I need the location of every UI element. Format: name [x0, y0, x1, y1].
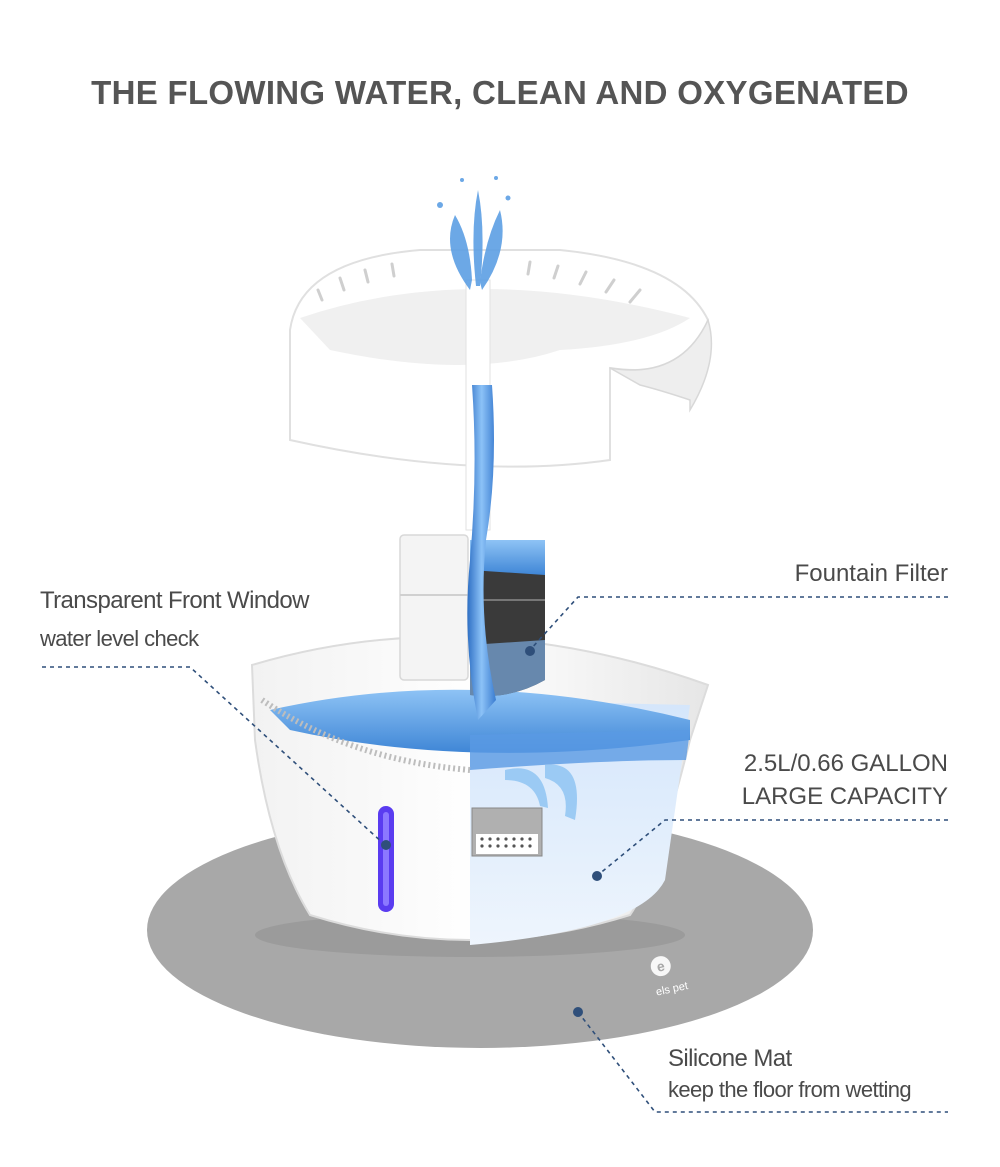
callout-dot-filter [525, 646, 535, 656]
callout-capacity-title: LARGE CAPACITY [741, 783, 948, 810]
page-title: THE FLOWING WATER, CLEAN AND OXYGENATED [91, 74, 909, 111]
callout-dot-window [381, 840, 391, 850]
callout-window-subtitle: water level check [40, 626, 199, 651]
callout-dot-capacity [592, 871, 602, 881]
water-splash [437, 176, 511, 290]
callout-mat-subtitle: keep the floor from wetting [668, 1077, 912, 1102]
water-stream [467, 385, 496, 720]
callout-dot-mat [573, 1007, 583, 1017]
callout-line-capacity [597, 819, 948, 876]
callout-window-title: Transparent Front Window [40, 587, 309, 614]
callout-capacity-value: 2.5L/0.66 GALLON [743, 750, 948, 777]
callout-filter-title: Fountain Filter [794, 560, 948, 587]
callout-mat-title: Silicone Mat [668, 1045, 792, 1072]
filter-module [399, 534, 469, 681]
callout-line-filter [529, 596, 948, 651]
callout-line-window [42, 666, 386, 846]
callout-line-mat [577, 1011, 948, 1113]
svg-text:e: e [655, 957, 666, 974]
